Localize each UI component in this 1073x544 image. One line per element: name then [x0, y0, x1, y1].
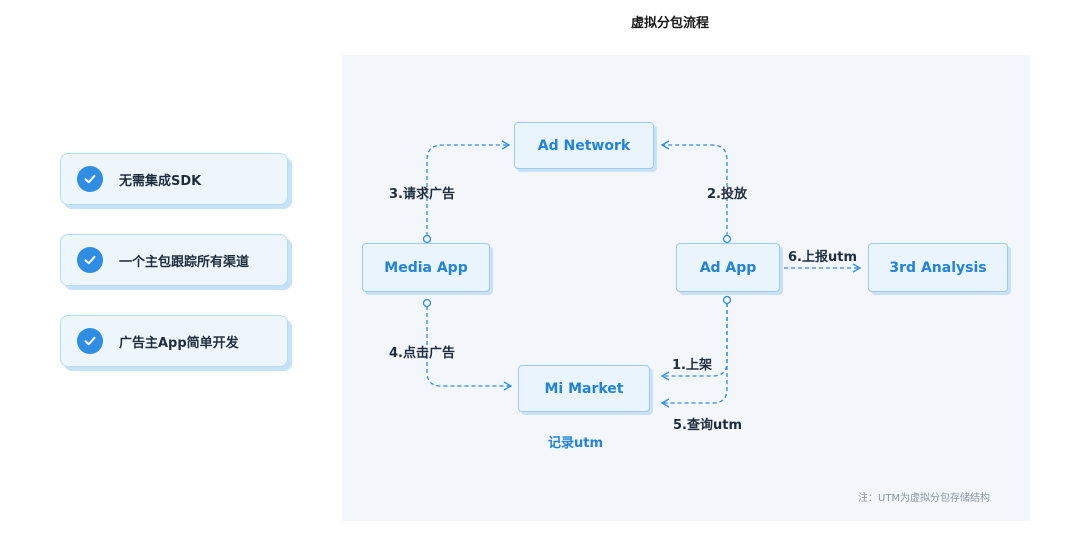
feature-item-simple-dev: 广告主App简单开发: [60, 315, 288, 367]
edge-label-publish: 1.上架: [672, 358, 712, 373]
page-title: 虚拟分包流程: [630, 16, 709, 31]
edge-label-request-ad: 3.请求广告: [389, 187, 455, 202]
edge-request-ad: [426, 140, 511, 236]
footnote: 注：UTM为虚拟分包存储结构: [858, 493, 991, 504]
node-3rd-analysis: 3rd Analysis: [868, 243, 1008, 292]
port-dot: [422, 234, 432, 244]
node-ad-app: Ad App: [676, 243, 780, 292]
feature-label: 广告主App简单开发: [119, 335, 239, 351]
feature-item-one-package: 一个主包跟踪所有渠道: [60, 234, 288, 286]
port-dot: [422, 298, 432, 308]
port-dot: [722, 234, 732, 244]
check-icon: [77, 166, 103, 192]
edge-query-utm: [660, 303, 728, 408]
feature-label: 无需集成SDK: [119, 173, 202, 189]
node-ad-network: Ad Network: [514, 122, 654, 169]
edge-deliver: [660, 140, 728, 236]
port-dot: [722, 295, 732, 305]
edge-label-query-utm: 5.查询utm: [673, 418, 742, 433]
check-icon: [77, 328, 103, 354]
edge-label-click-ad: 4.点击广告: [389, 346, 455, 361]
edge-label-deliver: 2.投放: [707, 187, 747, 202]
node-mi-market: Mi Market: [518, 365, 650, 412]
feature-item-no-sdk: 无需集成SDK: [60, 153, 288, 205]
feature-label: 一个主包跟踪所有渠道: [119, 254, 250, 270]
edge-click-ad: [426, 306, 513, 391]
node-media-app: Media App: [362, 243, 490, 292]
market-note: 记录utm: [548, 436, 604, 451]
check-icon: [77, 247, 103, 273]
edge-label-report-utm: 6.上报utm: [788, 250, 857, 265]
